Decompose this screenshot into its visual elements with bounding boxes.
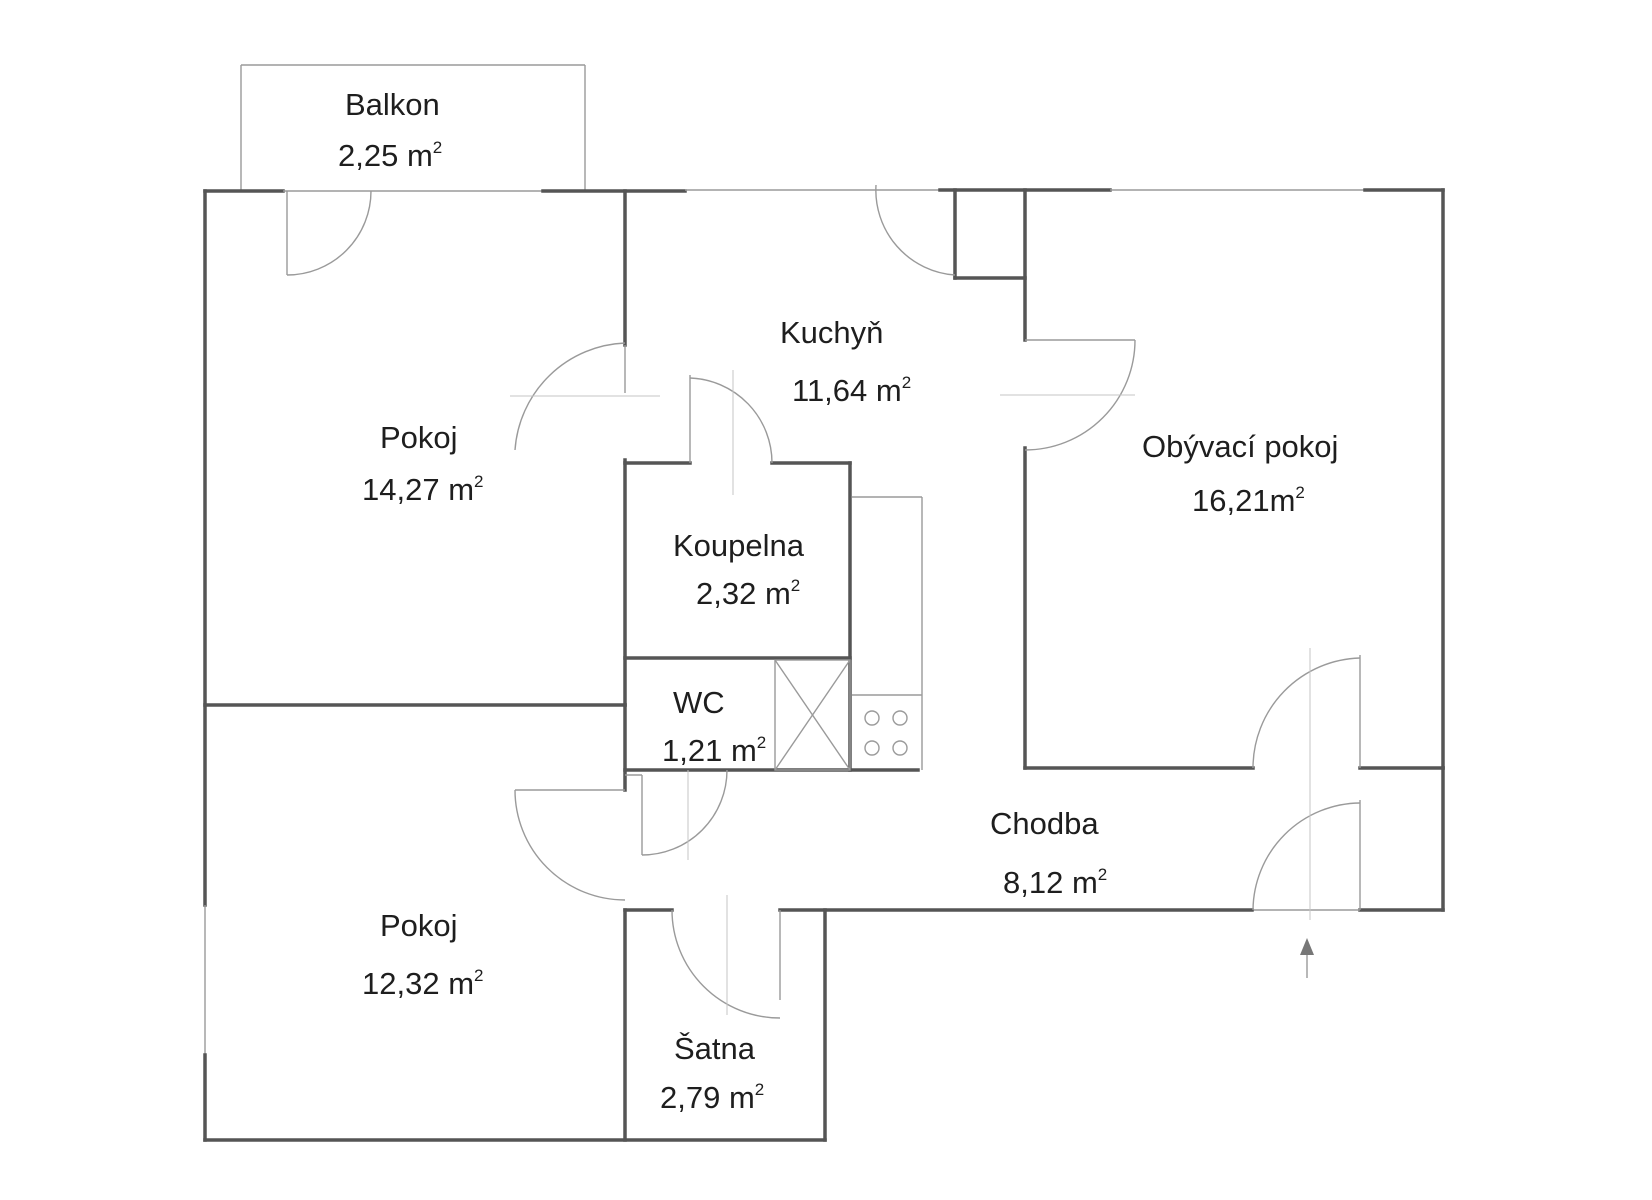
room-label-pokoj-1: Pokoj [380,420,458,455]
room-label-obyvaci-pokoj: Obývací pokoj [1142,429,1339,464]
room-label-chodba: Chodba [990,806,1099,841]
doors [286,184,1361,1019]
room-area-satna: 2,79 m2 [660,1080,765,1115]
room-area-wc: 1,21 m2 [662,733,767,768]
room-area-kuchyn: 11,64 m2 [792,373,912,408]
room-area-balkon: 2,25 m2 [338,138,443,173]
room-label-balkon: Balkon [345,87,440,122]
kitchen-counter [852,496,923,770]
room-label-kuchyn: Kuchyň [780,315,884,350]
room-area-pokoj-2: 12,32 m2 [362,966,484,1001]
room-area-obyvaci-pokoj: 16,21m2 [1192,483,1305,518]
room-label-pokoj-2: Pokoj [380,908,458,943]
room-label-koupelna: Koupelna [673,528,805,563]
room-area-koupelna: 2,32 m2 [696,576,801,611]
balcony-outline [240,64,586,190]
shower-box [774,659,851,771]
room-label-wc: WC [673,685,725,720]
room-label-satna: Šatna [674,1031,756,1066]
room-area-pokoj-1: 14,27 m2 [362,472,484,507]
arrow-up-icon [1300,938,1314,978]
room-area-chodba: 8,12 m2 [1003,865,1108,900]
